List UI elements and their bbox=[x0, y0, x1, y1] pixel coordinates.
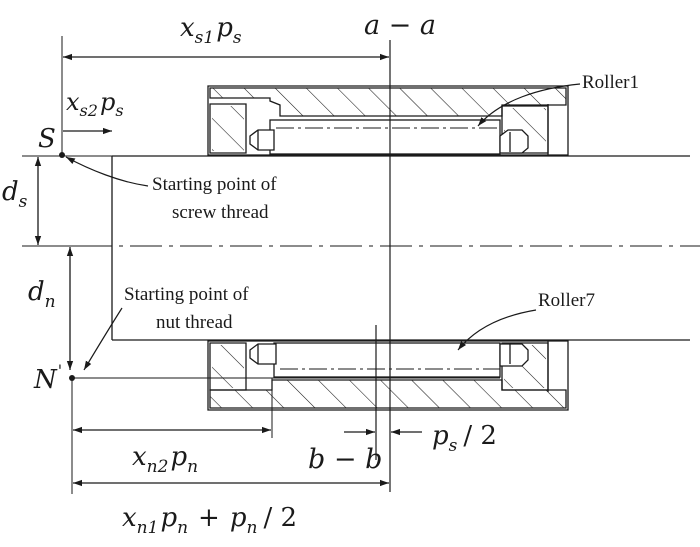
label-dn: dn bbox=[28, 277, 56, 312]
nut-top bbox=[207, 85, 569, 156]
roller1-body bbox=[269, 119, 501, 155]
roller7-body bbox=[273, 342, 501, 378]
label-point-n: N' bbox=[33, 361, 62, 395]
leaders bbox=[65, 83, 581, 371]
roller1-left-gear bbox=[249, 129, 275, 151]
screw bbox=[22, 155, 700, 341]
nut-top-outline bbox=[207, 85, 569, 156]
label-roller7: Roller7 bbox=[538, 290, 595, 311]
label-roller1: Roller1 bbox=[582, 72, 639, 93]
roller7-left-gear bbox=[249, 343, 277, 365]
roller7-right-gear bbox=[499, 343, 529, 367]
leader-nut-start bbox=[83, 307, 123, 371]
screw-start-point bbox=[59, 152, 65, 158]
label-xs2ps: xs2ps bbox=[66, 88, 124, 120]
label-ds: ds bbox=[2, 177, 28, 212]
leader-screw-start bbox=[65, 156, 149, 187]
section-lines bbox=[375, 40, 391, 492]
leader-roller1 bbox=[477, 83, 581, 127]
nut-top-body bbox=[209, 87, 567, 117]
dimension-arrows bbox=[34, 53, 422, 487]
label-section-a: a − a bbox=[364, 10, 436, 41]
roller1-right-gear bbox=[499, 129, 529, 154]
nut-bottom bbox=[207, 340, 569, 411]
nut-start-point bbox=[69, 375, 75, 381]
label-ps-half: ps/ 2 bbox=[432, 421, 497, 456]
nut-bottom-outline bbox=[207, 340, 569, 411]
label-xs1ps: xs1ps bbox=[180, 13, 242, 48]
label-nut-start-line1: Starting point of bbox=[124, 284, 249, 305]
label-point-s: S bbox=[38, 124, 56, 154]
label-nut-start-line2: nut thread bbox=[156, 312, 233, 333]
nut-top-left-ring bbox=[209, 103, 247, 154]
label-section-b: b − b bbox=[308, 444, 382, 475]
label-xn1pn: xn1pn+pn/ 2 bbox=[122, 503, 297, 538]
label-screw-start-line2: screw thread bbox=[172, 202, 269, 223]
extension-lines bbox=[61, 36, 500, 494]
label-screw-start-line1: Starting point of bbox=[152, 174, 277, 195]
label-xn2pn: xn2pn bbox=[132, 442, 198, 477]
leader-roller7 bbox=[457, 309, 537, 351]
